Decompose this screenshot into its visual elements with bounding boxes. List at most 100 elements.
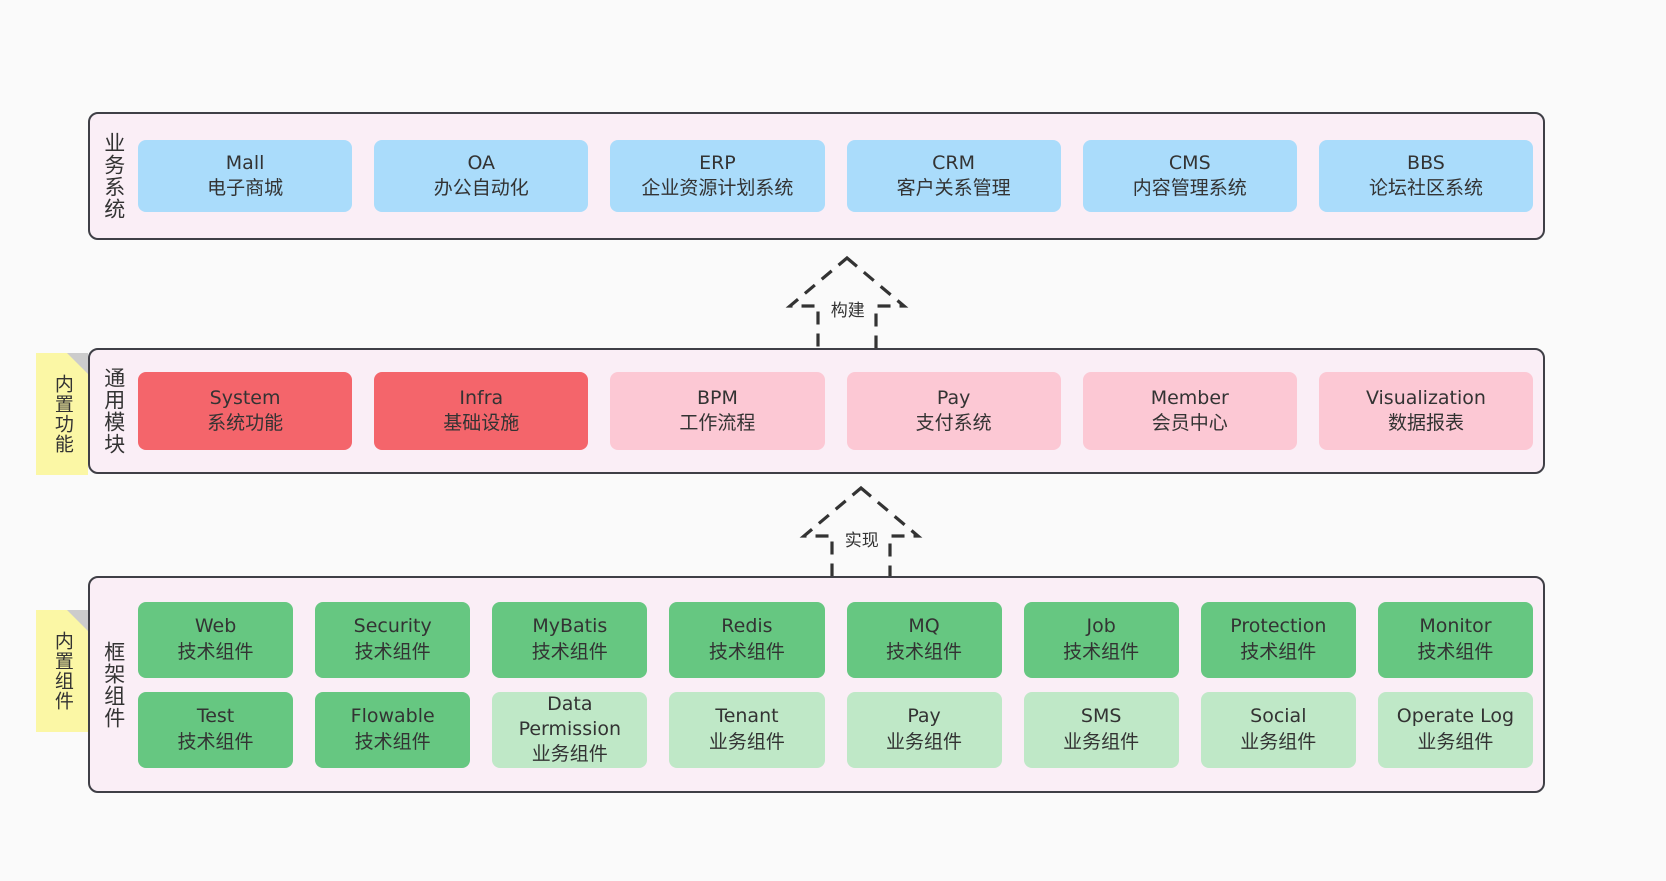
layer-title-business: 业务系统 bbox=[101, 132, 126, 220]
card-bbs-en: BBS bbox=[1407, 151, 1445, 174]
card-oa-cn: 办公自动化 bbox=[433, 177, 529, 199]
card-sms-en: SMS bbox=[1080, 705, 1122, 728]
framework-card-row-2: Test 技术组件 Flowable 技术组件 Data Permission … bbox=[138, 691, 1533, 768]
note-builtin-components: 内置组件 bbox=[36, 610, 88, 732]
card-oa-en: OA bbox=[467, 151, 496, 174]
card-bpm-en: BPM bbox=[696, 386, 738, 409]
card-oa[interactable]: OA 办公自动化 bbox=[374, 140, 589, 212]
card-member-en: Member bbox=[1150, 386, 1229, 409]
card-web[interactable]: Web 技术组件 bbox=[138, 601, 294, 678]
card-mq[interactable]: MQ 技术组件 bbox=[846, 601, 1002, 678]
card-monitor[interactable]: Monitor 技术组件 bbox=[1377, 601, 1533, 678]
card-cms-en: CMS bbox=[1168, 151, 1211, 174]
card-crm[interactable]: CRM 客户关系管理 bbox=[846, 140, 1061, 212]
card-flowable-cn: 技术组件 bbox=[354, 730, 431, 753]
card-member-cn: 会员中心 bbox=[1151, 412, 1228, 434]
card-visualization-cn: 数据报表 bbox=[1387, 412, 1464, 434]
card-mq-cn: 技术组件 bbox=[886, 640, 963, 663]
card-protection-cn: 技术组件 bbox=[1240, 640, 1317, 663]
card-tenant-cn: 业务组件 bbox=[708, 730, 785, 753]
card-visualization-en: Visualization bbox=[1365, 386, 1486, 409]
common-card-row: System 系统功能 Infra 基础设施 BPM 工作流程 Pay 支付系统… bbox=[138, 372, 1534, 450]
note-builtin-components-label: 内置组件 bbox=[51, 631, 74, 711]
card-erp-en: ERP bbox=[699, 151, 736, 174]
card-member[interactable]: Member 会员中心 bbox=[1082, 372, 1297, 450]
card-job[interactable]: Job 技术组件 bbox=[1023, 601, 1179, 678]
card-pay-module-cn: 支付系统 bbox=[915, 412, 992, 434]
card-redis[interactable]: Redis 技术组件 bbox=[669, 601, 825, 678]
card-system[interactable]: System 系统功能 bbox=[138, 372, 353, 450]
card-monitor-cn: 技术组件 bbox=[1417, 640, 1494, 663]
card-pay-module-en: Pay bbox=[936, 386, 971, 409]
connector-build: 构建 bbox=[752, 252, 942, 362]
card-bbs-cn: 论坛社区系统 bbox=[1368, 177, 1483, 199]
card-test[interactable]: Test 技术组件 bbox=[138, 691, 294, 768]
card-tenant[interactable]: Tenant 业务组件 bbox=[669, 691, 825, 768]
card-web-cn: 技术组件 bbox=[177, 640, 254, 663]
layer-title-common: 通用模块 bbox=[101, 367, 126, 455]
card-crm-en: CRM bbox=[932, 151, 976, 174]
connector-build-label: 构建 bbox=[830, 301, 865, 321]
card-pay-component-en: Pay bbox=[907, 705, 941, 728]
card-mall[interactable]: Mall 电子商城 bbox=[138, 140, 353, 212]
card-infra[interactable]: Infra 基础设施 bbox=[374, 372, 589, 450]
card-mall-en: Mall bbox=[225, 151, 265, 174]
card-erp[interactable]: ERP 企业资源计划系统 bbox=[610, 140, 825, 212]
connector-realize-label: 实现 bbox=[844, 531, 879, 551]
card-mybatis-en: MyBatis bbox=[532, 615, 608, 638]
card-flowable-en: Flowable bbox=[350, 705, 435, 728]
card-bbs[interactable]: BBS 论坛社区系统 bbox=[1318, 140, 1534, 212]
card-operate-log[interactable]: Operate Log 业务组件 bbox=[1377, 691, 1533, 768]
card-erp-cn: 企业资源计划系统 bbox=[641, 177, 794, 199]
card-security-cn: 技术组件 bbox=[354, 640, 431, 663]
card-sms[interactable]: SMS 业务组件 bbox=[1023, 691, 1179, 768]
layer-title-framework: 框架组件 bbox=[101, 640, 126, 729]
card-data-permission-cn: 业务组件 bbox=[531, 743, 608, 766]
card-test-en: Test bbox=[196, 705, 235, 728]
card-data-permission-en: Data Permission bbox=[518, 692, 622, 740]
card-tenant-en: Tenant bbox=[715, 705, 779, 728]
card-infra-cn: 基础设施 bbox=[443, 412, 520, 434]
card-cms-cn: 内容管理系统 bbox=[1132, 177, 1247, 199]
card-social-en: Social bbox=[1250, 705, 1307, 728]
card-bpm[interactable]: BPM 工作流程 bbox=[610, 372, 825, 450]
card-mybatis[interactable]: MyBatis 技术组件 bbox=[492, 601, 648, 678]
card-cms[interactable]: CMS 内容管理系统 bbox=[1082, 140, 1297, 212]
card-job-cn: 技术组件 bbox=[1063, 640, 1140, 663]
note-fold-corner-icon bbox=[67, 610, 88, 631]
card-bpm-cn: 工作流程 bbox=[679, 412, 756, 434]
card-monitor-en: Monitor bbox=[1419, 615, 1492, 638]
card-visualization[interactable]: Visualization 数据报表 bbox=[1318, 372, 1534, 450]
layer-body-common: System 系统功能 Infra 基础设施 BPM 工作流程 Pay 支付系统… bbox=[136, 350, 1543, 472]
card-mall-cn: 电子商城 bbox=[207, 177, 284, 199]
card-protection[interactable]: Protection 技术组件 bbox=[1200, 601, 1356, 678]
layer-business-systems: 业务系统 Mall 电子商城 OA 办公自动化 ERP 企业资源计划系统 CRM… bbox=[88, 112, 1545, 240]
card-flowable[interactable]: Flowable 技术组件 bbox=[315, 691, 471, 768]
card-pay-component[interactable]: Pay 业务组件 bbox=[846, 691, 1002, 768]
card-protection-en: Protection bbox=[1230, 615, 1327, 638]
layer-framework-components: 框架组件 Web 技术组件 Security 技术组件 MyBatis 技术组件… bbox=[88, 576, 1545, 793]
framework-card-row-1: Web 技术组件 Security 技术组件 MyBatis 技术组件 Redi… bbox=[138, 601, 1533, 678]
layer-common-modules: 通用模块 System 系统功能 Infra 基础设施 BPM 工作流程 Pay… bbox=[88, 348, 1545, 474]
card-data-permission[interactable]: Data Permission 业务组件 bbox=[492, 691, 648, 768]
card-sms-cn: 业务组件 bbox=[1063, 730, 1140, 753]
card-operate-log-en: Operate Log bbox=[1396, 705, 1515, 728]
card-mq-en: MQ bbox=[908, 615, 940, 638]
layer-body-business: Mall 电子商城 OA 办公自动化 ERP 企业资源计划系统 CRM 客户关系… bbox=[136, 114, 1543, 238]
card-test-cn: 技术组件 bbox=[177, 730, 254, 753]
card-system-en: System bbox=[209, 386, 281, 409]
card-web-en: Web bbox=[194, 615, 237, 638]
note-builtin-features-label: 内置功能 bbox=[51, 374, 74, 454]
card-redis-en: Redis bbox=[721, 615, 773, 638]
card-infra-en: Infra bbox=[459, 386, 504, 409]
card-pay-module[interactable]: Pay 支付系统 bbox=[846, 372, 1061, 450]
card-redis-cn: 技术组件 bbox=[708, 640, 785, 663]
note-builtin-features: 内置功能 bbox=[36, 353, 88, 475]
layer-body-framework: Web 技术组件 Security 技术组件 MyBatis 技术组件 Redi… bbox=[136, 578, 1543, 791]
card-pay-component-cn: 业务组件 bbox=[886, 730, 963, 753]
card-system-cn: 系统功能 bbox=[207, 412, 284, 434]
card-social[interactable]: Social 业务组件 bbox=[1200, 691, 1356, 768]
card-social-cn: 业务组件 bbox=[1240, 730, 1317, 753]
card-security[interactable]: Security 技术组件 bbox=[315, 601, 471, 678]
